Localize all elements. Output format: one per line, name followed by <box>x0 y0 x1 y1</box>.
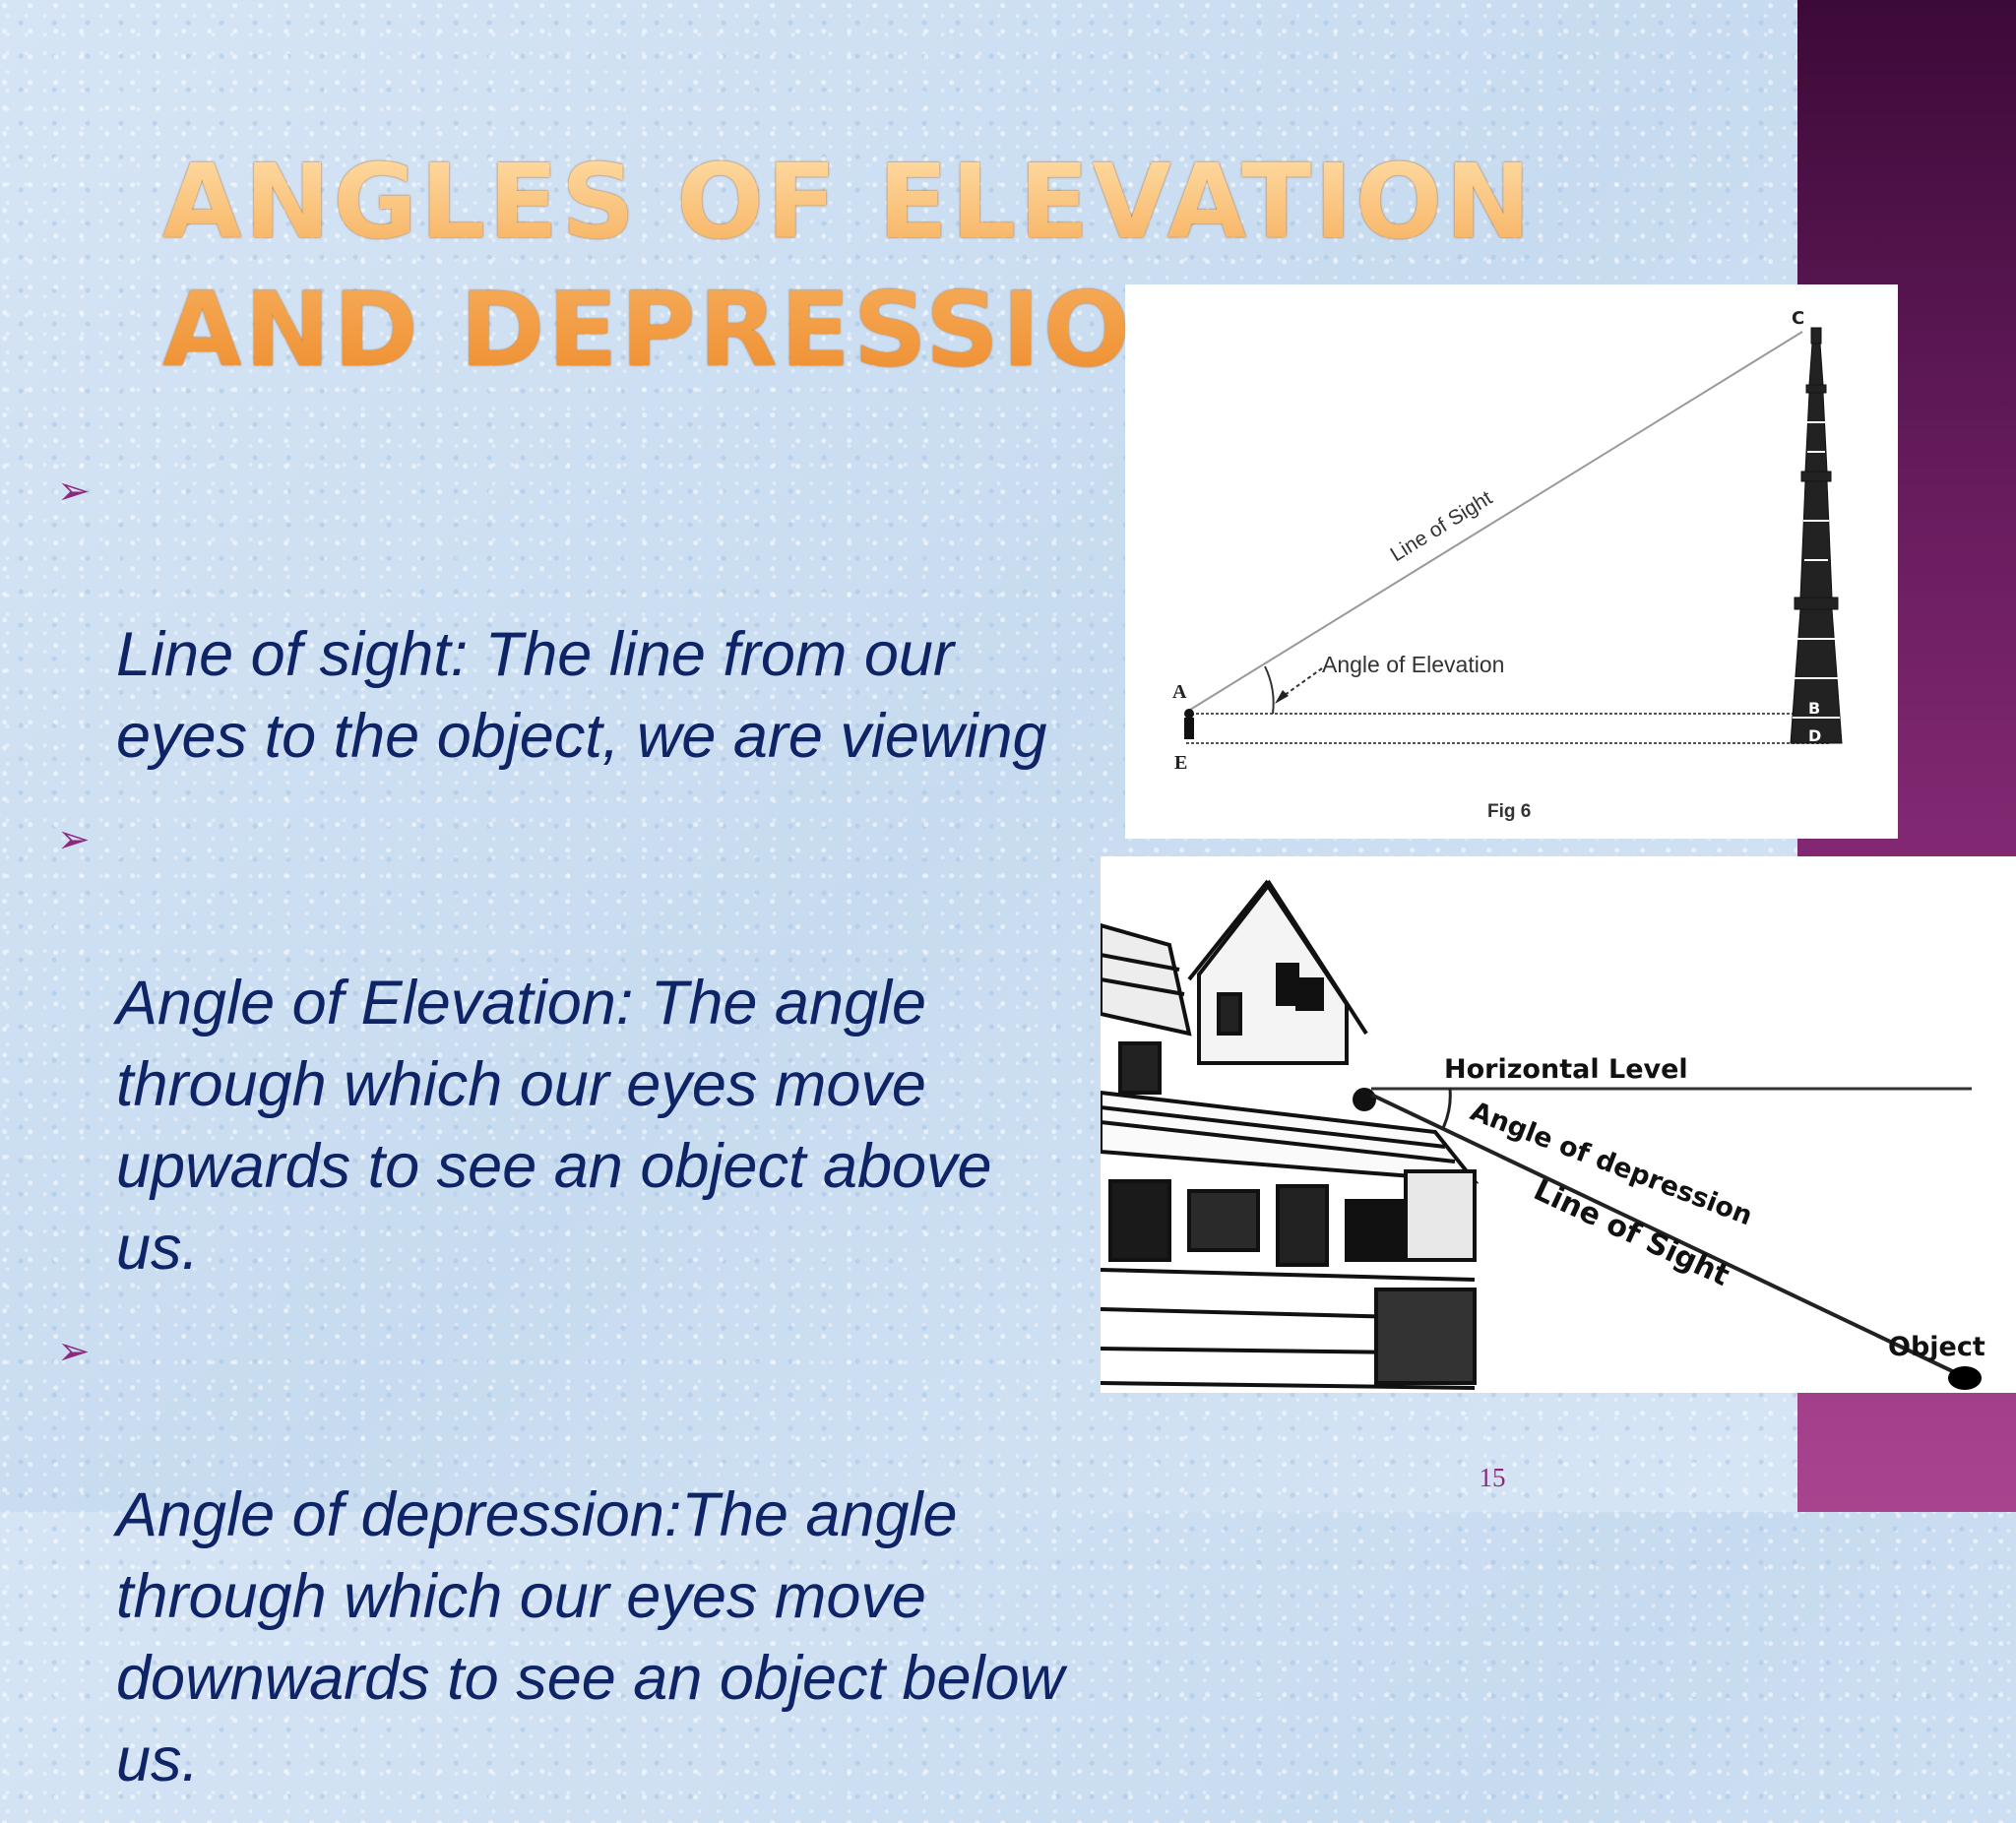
angle-of-elevation-label: Angle of Elevation <box>1322 652 1504 677</box>
bullet-item: ➢ Angle of depression:The angle through … <box>55 1311 1118 1801</box>
bullet-item: ➢ Angle of Elevation: The angle through … <box>55 799 1118 1289</box>
label-a: A <box>1172 681 1187 703</box>
bullet-list: ➢ Line of sight: The line from our eyes … <box>55 451 1118 1823</box>
bullet-item: ➢ Line of sight: The line from our eyes … <box>55 451 1118 778</box>
depression-diagram: Horizontal Level Angle of depression Lin… <box>1101 879 1985 1390</box>
bullet-text: Line of sight: The line from our eyes to… <box>116 620 1047 771</box>
object-icon <box>1948 1366 1982 1390</box>
bullet-text: Angle of depression:The angle through wh… <box>116 1480 1065 1794</box>
page-number: 15 <box>1479 1463 1506 1492</box>
elevation-diagram: C A E B D Line of Sight Angle of Elevati… <box>1172 308 1843 822</box>
object-label: Object <box>1888 1332 1985 1362</box>
label-d: D <box>1808 726 1821 745</box>
label-pointer <box>1280 667 1323 699</box>
arrow-bullet-icon: ➢ <box>57 818 91 861</box>
bullet-text: Angle of Elevation: The angle through wh… <box>116 969 992 1283</box>
horizontal-level-label: Horizontal Level <box>1444 1054 1688 1085</box>
label-e: E <box>1174 752 1187 774</box>
angle-of-depression-figure: Horizontal Level Angle of depression Lin… <box>1101 856 2016 1393</box>
elevation-angle-arc <box>1264 665 1275 715</box>
observer-icon <box>1184 709 1194 739</box>
house-icon <box>1101 879 1480 1390</box>
label-b: B <box>1808 699 1820 718</box>
observer-eye-icon <box>1353 1088 1376 1111</box>
arrow-head-icon <box>1275 690 1289 704</box>
arrow-bullet-icon: ➢ <box>57 1330 91 1373</box>
slide-title: Angles of Elevation and Depression <box>162 138 1600 394</box>
label-c: C <box>1792 308 1804 329</box>
tower-stripes <box>1793 421 1840 719</box>
arrow-bullet-icon: ➢ <box>57 470 91 513</box>
line-of-sight <box>1189 331 1803 711</box>
figure-caption: Fig 6 <box>1487 801 1531 822</box>
angle-of-elevation-figure: C A E B D Line of Sight Angle of Elevati… <box>1125 284 1898 839</box>
tower-icon <box>1790 327 1843 744</box>
line-of-sight <box>1370 1093 1968 1380</box>
depression-angle-arc <box>1441 1088 1452 1129</box>
